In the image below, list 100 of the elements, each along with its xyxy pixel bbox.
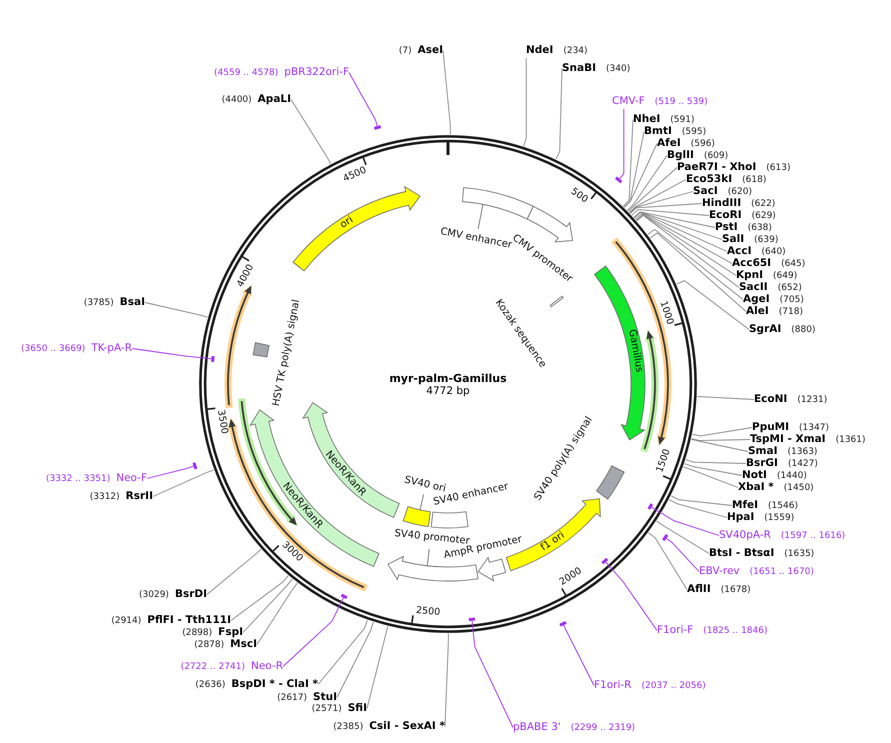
leader-line xyxy=(230,575,289,621)
primer-name: EBV-rev xyxy=(699,564,740,578)
primer-position: (3332 .. 3351) xyxy=(46,473,110,486)
cut-position: (652) xyxy=(778,282,802,295)
leader-line xyxy=(633,211,716,228)
cut-position: (340) xyxy=(606,63,630,76)
leader-line xyxy=(348,72,378,126)
scale-number: 1000 xyxy=(657,300,674,326)
cut-position: (1361) xyxy=(836,434,866,447)
enzyme-name: MfeI xyxy=(732,498,758,512)
enzyme-name: BglII xyxy=(667,148,694,162)
cut-position: (2878) xyxy=(194,639,224,652)
cut-position: (2617) xyxy=(277,692,308,705)
leader-line xyxy=(634,213,732,264)
leader-line xyxy=(336,622,374,698)
enzyme-name: RsrII xyxy=(126,489,153,503)
enzyme-name: BsrGI xyxy=(746,456,778,470)
plasmid-name: myr-palm-Gamillus xyxy=(389,372,507,385)
primer-position: (1597 .. 1616) xyxy=(780,530,846,543)
scale-number: 4500 xyxy=(342,165,368,184)
cut-position: (638) xyxy=(748,222,772,235)
enzyme-name: AgeI xyxy=(743,292,770,306)
feature-label: SV40 ori xyxy=(403,474,447,495)
enzyme-name: BspDI * - ClaI * xyxy=(231,677,318,691)
enzyme-name: SacII xyxy=(739,280,768,294)
feature-label: CMV enhancer xyxy=(439,226,514,252)
leader-line xyxy=(619,108,624,180)
cut-position: (649) xyxy=(773,270,798,283)
enzyme-name: AflII xyxy=(687,582,711,596)
leader-line xyxy=(523,58,527,147)
leader-line xyxy=(472,620,514,728)
leader-line xyxy=(626,155,668,211)
primer-name: Neo-F xyxy=(116,471,147,485)
leader-line xyxy=(146,466,194,479)
enzyme-name: NheI xyxy=(633,112,660,126)
enzyme-name: PaeR7I - XhoI xyxy=(677,160,756,174)
enzyme-name: SalI xyxy=(722,232,744,246)
cut-position: (2571) xyxy=(312,703,342,716)
leader-line xyxy=(152,470,214,497)
cut-position: (629) xyxy=(752,210,776,223)
leader-line xyxy=(629,191,694,214)
enzyme-name: AfeI xyxy=(657,136,681,150)
leader-line xyxy=(318,620,368,685)
cut-position: (2914) xyxy=(111,615,142,628)
cut-position: (618) xyxy=(742,174,766,187)
enzyme-name: MscI xyxy=(230,638,257,651)
leader-line xyxy=(366,626,388,709)
leader-line xyxy=(685,459,746,464)
cut-position: (4400) xyxy=(222,94,252,107)
cut-position: (609) xyxy=(704,150,728,162)
enzyme-name: NdeI xyxy=(526,43,554,57)
primer-mark xyxy=(192,462,198,470)
cut-position: (1635) xyxy=(784,548,814,561)
leader-line xyxy=(650,232,746,312)
enzyme-name: StuI xyxy=(313,690,337,704)
primer-name: Neo-R xyxy=(250,659,283,673)
enzyme-name: KpnI xyxy=(736,268,764,282)
primer-mark xyxy=(559,621,567,627)
leader-line xyxy=(670,495,732,506)
primer-name: SV40pA-R xyxy=(719,528,771,542)
cut-position: (596) xyxy=(690,138,715,150)
leader-line xyxy=(648,532,688,590)
enzyme-name: SnaBI xyxy=(562,61,596,75)
leader-line xyxy=(676,280,750,330)
enzyme-name: SfiI xyxy=(348,701,367,715)
cut-position: (234) xyxy=(563,45,588,58)
leader-line xyxy=(631,209,710,216)
primer-position: (4559 .. 4578) xyxy=(214,67,278,80)
enzyme-name: HindIII xyxy=(702,196,742,210)
cut-position: (645) xyxy=(781,258,806,271)
primer-position: (2037 .. 2056) xyxy=(641,680,706,693)
feature-label: HSV TK poly(A) signal xyxy=(270,298,304,408)
primer-name: F1ori-F xyxy=(657,623,694,637)
leader-line xyxy=(444,633,449,727)
leader-line xyxy=(563,624,594,686)
cut-position: (1559) xyxy=(764,512,794,525)
leader-line xyxy=(634,212,728,252)
cut-position: (705) xyxy=(780,294,804,307)
primer-mark xyxy=(662,534,668,542)
leader-line xyxy=(692,427,752,436)
leader-line xyxy=(690,438,748,452)
cut-position: (1546) xyxy=(768,500,798,513)
enzyme-name: BsaI xyxy=(120,295,145,309)
enzyme-name: CsiI - SexAI * xyxy=(369,719,445,733)
primer-name: pBABE 3' xyxy=(513,720,561,734)
cut-position: (613) xyxy=(766,162,790,175)
leader-line xyxy=(682,466,738,488)
primer-position: (2299 .. 2319) xyxy=(570,722,636,735)
leader-line xyxy=(628,179,686,214)
enzyme-name: NotI xyxy=(742,468,767,482)
leader-line xyxy=(690,438,750,442)
leader-line xyxy=(651,506,720,536)
leader-line xyxy=(628,167,678,212)
leader-line xyxy=(622,119,634,207)
enzyme-name: SgrAI xyxy=(749,322,782,336)
cut-position: (880) xyxy=(791,324,816,337)
cut-position: (2898) xyxy=(182,627,212,640)
cut-position: (718) xyxy=(778,306,803,319)
enzyme-name: Acc65I xyxy=(732,256,772,270)
scale-number: 3500 xyxy=(215,408,230,434)
